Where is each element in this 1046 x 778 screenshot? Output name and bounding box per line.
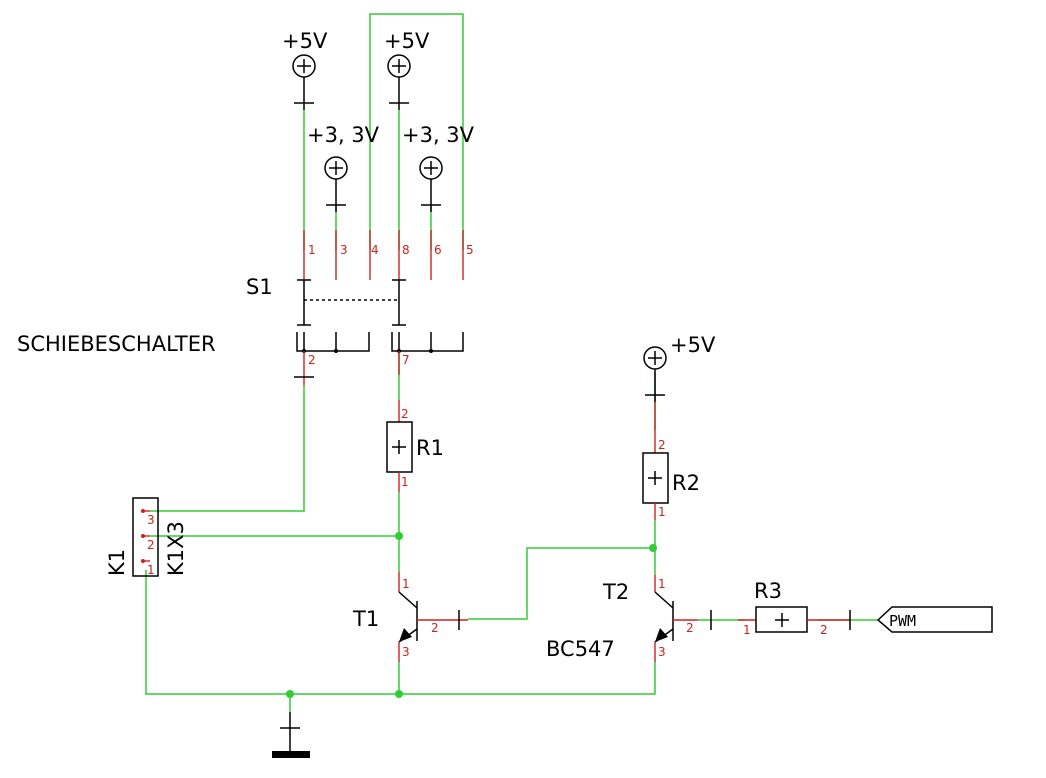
t2-name: T2 bbox=[602, 580, 629, 604]
switch-pin-label: 3 bbox=[340, 243, 348, 257]
junction-dot bbox=[395, 532, 403, 540]
k1-name: K1 bbox=[105, 549, 129, 576]
t1-name: T1 bbox=[352, 607, 379, 631]
t1-pin-label: 2 bbox=[431, 621, 439, 635]
t1-pin-label: 3 bbox=[402, 645, 410, 659]
junction-dot bbox=[395, 690, 403, 698]
supply-5v-1: +5V bbox=[282, 29, 328, 110]
r3-pin-label: 1 bbox=[743, 623, 751, 637]
supply-label: +5V bbox=[282, 29, 328, 53]
r3-pin-label: 2 bbox=[820, 623, 828, 637]
supply-3v3-1: +3, 3V bbox=[307, 123, 380, 212]
connector-k1: 3 2 1 K1 K1X3 bbox=[105, 497, 188, 577]
wire-s1-pin2-k1-pin3 bbox=[150, 385, 305, 512]
pwm-label: PWM bbox=[889, 612, 916, 630]
r2-pin-label: 2 bbox=[658, 438, 666, 452]
supply-5v-2: +5V bbox=[384, 29, 430, 110]
supply-label: +3, 3V bbox=[402, 123, 475, 147]
switch-pin-label: 2 bbox=[308, 353, 316, 367]
k1-pin-label: 3 bbox=[147, 513, 155, 527]
wire-k1-pin1-gnd bbox=[145, 570, 656, 695]
junction-dot bbox=[649, 544, 657, 552]
t2-pin-label: 2 bbox=[686, 621, 694, 635]
k1-value: K1X3 bbox=[164, 521, 188, 576]
wire-t1-base-r2 bbox=[468, 547, 655, 620]
switch-pin-label: 8 bbox=[402, 243, 410, 257]
switch-name: S1 bbox=[246, 275, 273, 299]
k1-pin-label: 2 bbox=[147, 538, 155, 552]
transistor-t1: 1 2 3 T1 bbox=[352, 572, 468, 662]
switch-s1: 1 3 4 8 6 5 2 7 S1 SCHIEBESCHALTER bbox=[17, 230, 474, 385]
t1-pin-label: 1 bbox=[402, 577, 410, 591]
r1-pin-label: 1 bbox=[401, 475, 409, 489]
switch-pin-label: 5 bbox=[466, 243, 474, 257]
switch-pin-label: 4 bbox=[371, 243, 379, 257]
junction-dot bbox=[286, 690, 294, 698]
resistor-r3: 1 2 R3 bbox=[710, 579, 851, 637]
t2-pin-label: 3 bbox=[658, 645, 666, 659]
k1-pin-label: 1 bbox=[147, 563, 155, 577]
wire-s1-pin5-loop bbox=[369, 13, 464, 250]
r1-name: R1 bbox=[416, 436, 444, 460]
switch-pin-label: 7 bbox=[402, 353, 410, 367]
supply-label: +5V bbox=[670, 333, 716, 357]
supply-label: +3, 3V bbox=[307, 123, 380, 147]
transistor-t2: 1 2 3 T2 BC547 bbox=[546, 575, 698, 662]
t2-value: BC547 bbox=[546, 637, 615, 661]
resistor-r1: 2 1 R1 bbox=[386, 400, 444, 492]
r2-pin-label: 1 bbox=[658, 505, 666, 519]
supply-label: +5V bbox=[384, 29, 430, 53]
switch-pin-label: 6 bbox=[434, 243, 442, 257]
r1-pin-label: 2 bbox=[401, 407, 409, 421]
supply-3v3-2: +3, 3V bbox=[402, 123, 475, 212]
r2-name: R2 bbox=[672, 471, 700, 495]
supply-5v-3: +5V bbox=[643, 333, 716, 402]
ground-symbol bbox=[272, 712, 310, 758]
t2-pin-label: 1 bbox=[658, 577, 666, 591]
switch-pin-label: 1 bbox=[308, 243, 316, 257]
r3-name: R3 bbox=[754, 579, 782, 603]
switch-value: SCHIEBESCHALTER bbox=[17, 332, 216, 356]
resistor-r2: 2 1 R2 bbox=[642, 402, 700, 520]
net-label-pwm: PWM bbox=[876, 606, 993, 633]
